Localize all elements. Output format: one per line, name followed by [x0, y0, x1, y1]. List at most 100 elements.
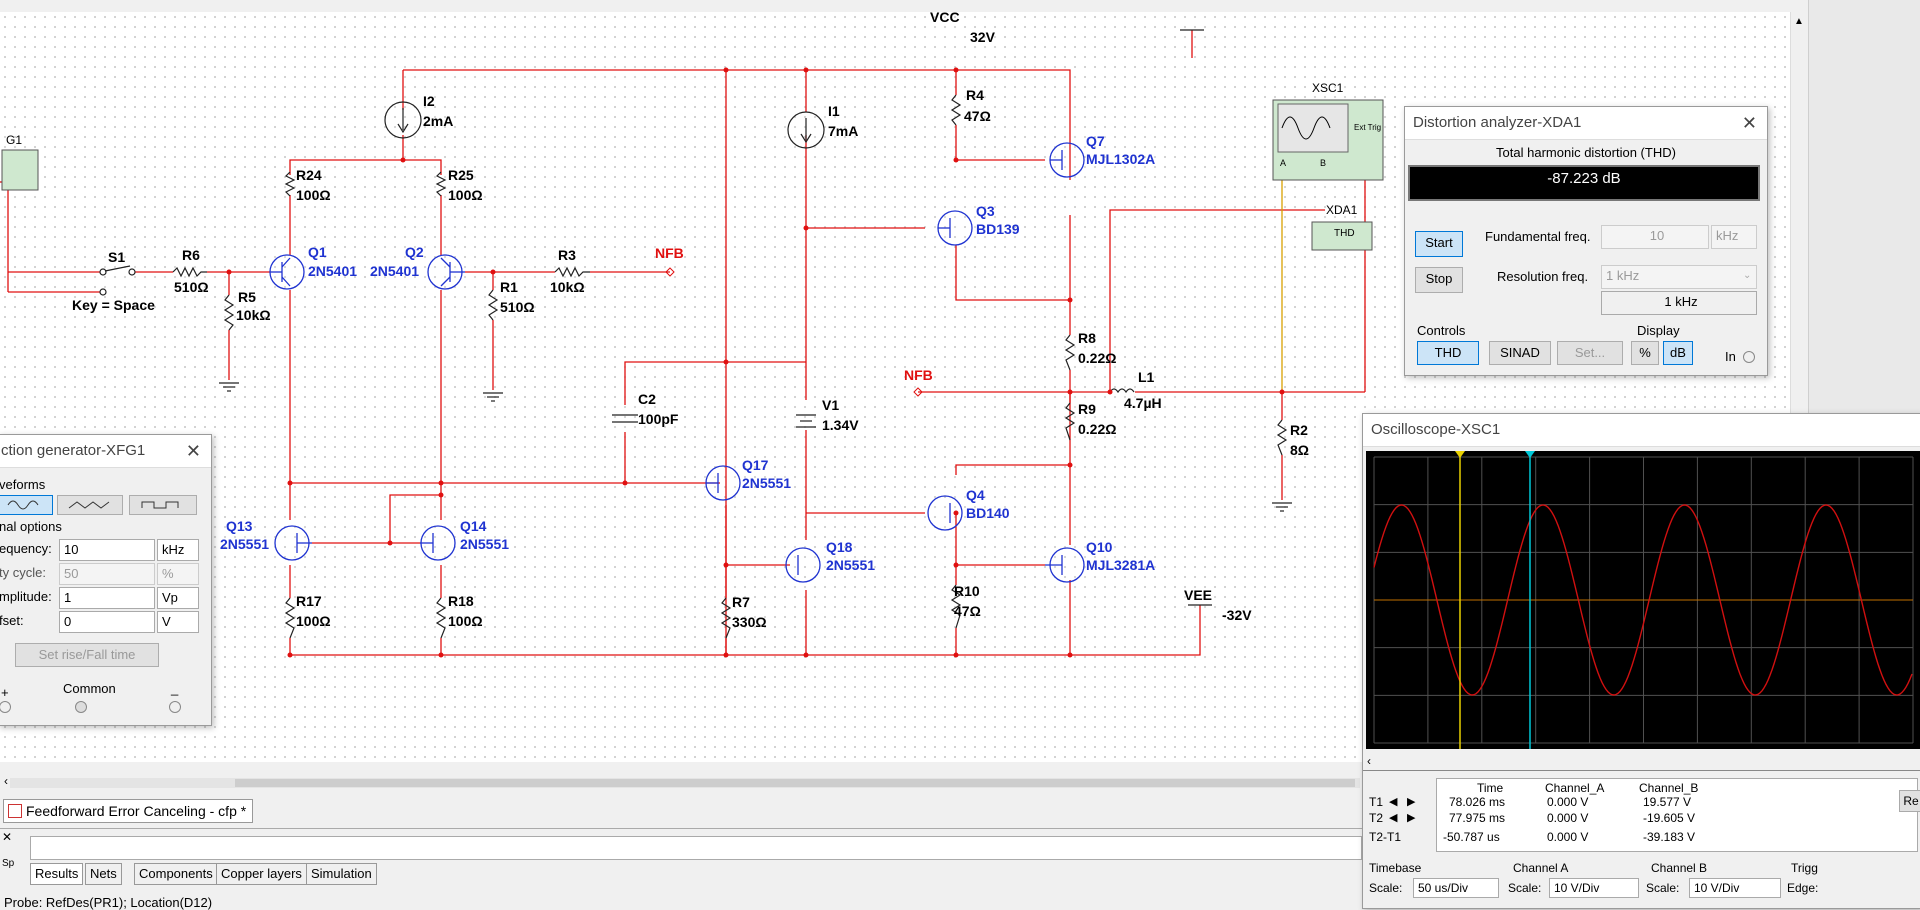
horizontal-scrollbar[interactable]: ‹ — [4, 774, 1360, 788]
cursor-t2-handle[interactable] — [1525, 451, 1535, 458]
ref-i2: I2 — [423, 93, 435, 109]
set-rise-fall-button[interactable]: Set rise/Fall time — [15, 643, 159, 667]
transistor-symbols — [269, 142, 1085, 583]
scroll-left-icon[interactable]: ‹ — [4, 774, 8, 788]
val-q14: 2N5551 — [460, 536, 509, 552]
delta-time: -50.787 us — [1443, 830, 1500, 844]
ref-r6: R6 — [182, 247, 200, 263]
t2-left-icon[interactable]: ◀ — [1389, 812, 1398, 824]
offset-input[interactable]: 0 — [59, 611, 155, 633]
thd-mode-button[interactable]: THD — [1417, 341, 1479, 365]
t1-time: 78.026 ms — [1449, 795, 1506, 809]
percent-button[interactable]: % — [1631, 341, 1659, 365]
ref-r24: R24 — [296, 167, 322, 183]
val-r9: 0.22Ω — [1078, 421, 1116, 437]
plus-terminal[interactable] — [0, 701, 11, 713]
channel-a-scale-input[interactable]: 10 V/Div — [1549, 878, 1639, 898]
input-label: In — [1725, 349, 1736, 364]
fundamental-freq-label: Fundamental freq. — [1485, 229, 1591, 244]
frequency-input[interactable]: 10 — [59, 539, 155, 561]
tab-simulation[interactable]: Simulation — [306, 863, 377, 885]
scrollbar-thumb[interactable] — [235, 779, 1355, 787]
frequency-unit[interactable]: kHz — [157, 539, 199, 561]
wires — [0, 30, 1366, 656]
status-bar: Probe: RefDes(PR1); Location(D12) — [4, 895, 213, 910]
fundamental-freq-input[interactable]: 10 — [1601, 225, 1709, 249]
duty-cycle-unit: % — [157, 563, 199, 585]
offset-label: fset: — [0, 613, 24, 628]
val-r18: 100Ω — [448, 613, 483, 629]
val-r7: 330Ω — [732, 614, 767, 630]
t1-channel-a: 0.000 V — [1547, 795, 1589, 809]
junction-dots — [226, 67, 1285, 658]
stop-button[interactable]: Stop — [1415, 267, 1463, 293]
ref-v1: V1 — [822, 397, 839, 413]
val-r4: 47Ω — [964, 108, 991, 124]
t2-channel-a: 0.000 V — [1547, 811, 1589, 825]
amplitude-label: mplitude: — [0, 589, 52, 604]
channel-b-trace — [1373, 504, 1913, 696]
schematic-doc-icon — [8, 804, 22, 818]
t1-right-icon[interactable]: ▶ — [1407, 796, 1416, 808]
start-button[interactable]: Start — [1415, 231, 1463, 257]
val-q13: 2N5551 — [220, 536, 269, 552]
scope-scroll-left-icon[interactable]: ‹ — [1367, 754, 1371, 768]
cursor-t1-handle[interactable] — [1455, 451, 1465, 458]
scope-display[interactable] — [1366, 451, 1920, 749]
chevron-down-icon[interactable]: ⌄ — [1743, 270, 1752, 281]
close-icon[interactable]: ✕ — [1741, 113, 1757, 133]
tab-results[interactable]: Results — [30, 863, 84, 885]
scroll-up-icon[interactable]: ▲ — [1794, 16, 1804, 27]
close-icon[interactable]: ✕ — [185, 441, 201, 461]
common-terminal[interactable] — [75, 701, 87, 713]
t1-left-icon[interactable]: ◀ — [1389, 796, 1398, 808]
key-label: Key = Space — [72, 297, 155, 313]
val-q7: MJL1302A — [1086, 151, 1155, 167]
resolution-freq-label: Resolution freq. — [1497, 269, 1589, 284]
t2-time: 77.975 ms — [1449, 811, 1506, 825]
plus-terminal-label: + — [1, 685, 9, 700]
tab-copper-layers[interactable]: Copper layers — [216, 863, 307, 885]
tab-components[interactable]: Components — [134, 863, 218, 885]
close-spreadsheet-icon[interactable]: ✕ — [2, 830, 13, 844]
val-q3: BD139 — [976, 221, 1020, 237]
sinad-mode-button[interactable]: SINAD — [1489, 341, 1551, 365]
duty-cycle-input[interactable]: 50 — [59, 563, 155, 585]
ref-r1: R1 — [500, 279, 518, 295]
reverse-button[interactable]: Re — [1899, 790, 1920, 812]
db-button[interactable]: dB — [1663, 341, 1693, 365]
amplitude-input[interactable]: 1 — [59, 587, 155, 609]
amplitude-unit[interactable]: Vp — [157, 587, 199, 609]
bottom-panel: ‹ Feedforward Error Canceling - cfp * ✕ … — [0, 762, 1365, 910]
input-terminal[interactable] — [1743, 351, 1755, 363]
distortion-analyzer-panel: Distortion analyzer-XDA1 ✕ Total harmoni… — [1404, 106, 1768, 376]
resolution-freq-select[interactable]: 1 kHz — [1601, 265, 1757, 289]
val-r2: 8Ω — [1290, 442, 1309, 458]
ref-i1: I1 — [828, 103, 840, 119]
val-r8: 0.22Ω — [1078, 350, 1116, 366]
ref-l1: L1 — [1138, 369, 1155, 385]
cursor-readout-rows: Time Channel_A Channel_B T1 ◀ ▶ 78.026 m… — [1363, 778, 1920, 850]
val-r1: 510Ω — [500, 299, 535, 315]
common-terminal-label: Common — [63, 681, 116, 696]
row-label-t2-t1: T2-T1 — [1369, 830, 1402, 844]
channel-b-scale-input[interactable]: 10 V/Div — [1689, 878, 1781, 898]
set-button[interactable]: Set... — [1557, 341, 1623, 365]
offset-unit[interactable]: V — [157, 611, 199, 633]
square-wave-button[interactable] — [129, 495, 197, 515]
function-generator-panel: ction generator-XFG1 ✕ veforms nal optio… — [0, 434, 212, 726]
doc-tab[interactable]: Feedforward Error Canceling - cfp * — [3, 799, 254, 823]
tab-nets[interactable]: Nets — [85, 863, 122, 885]
spreadsheet-area[interactable] — [30, 836, 1362, 860]
row-label-t1: T1 — [1369, 795, 1384, 809]
ref-r10: R10 — [954, 583, 980, 599]
ref-q3: Q3 — [976, 203, 995, 219]
sine-wave-button[interactable] — [0, 495, 53, 515]
val-r10: 47Ω — [954, 603, 981, 619]
t2-right-icon[interactable]: ▶ — [1407, 812, 1416, 824]
nfb-label-mid: NFB — [904, 367, 933, 383]
minus-terminal[interactable] — [169, 701, 181, 713]
scope-a-label: A — [1280, 158, 1286, 168]
triangle-wave-button[interactable] — [57, 495, 123, 515]
timebase-scale-input[interactable]: 50 us/Div — [1413, 878, 1499, 898]
